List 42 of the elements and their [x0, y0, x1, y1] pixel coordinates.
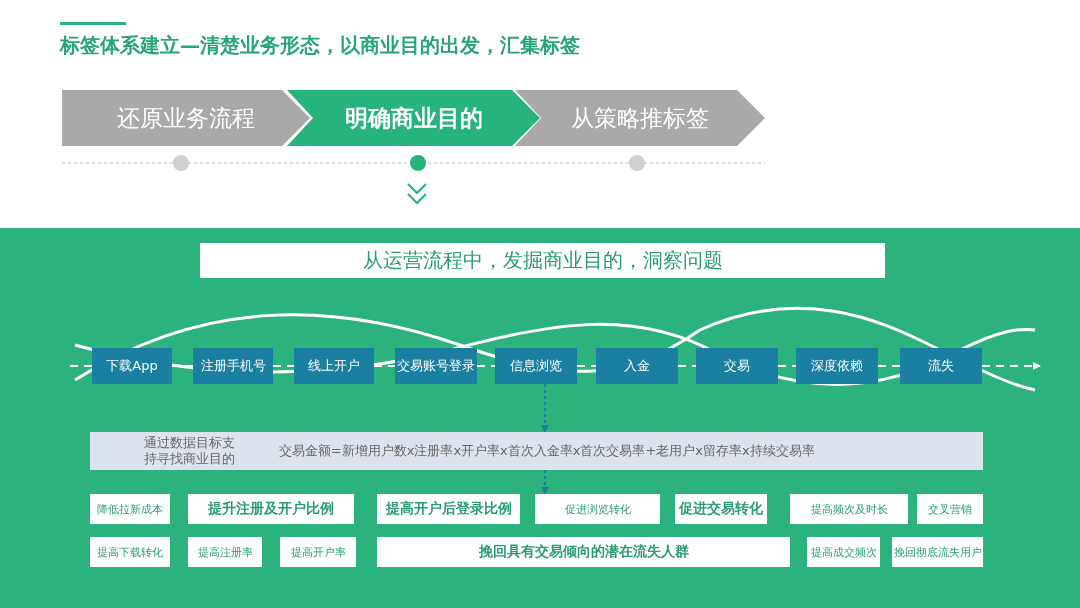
goal-box: 挽回彻底流失用户 — [892, 537, 983, 567]
process-box: 线上开户 — [294, 348, 374, 384]
process-box: 交易账号登录 — [395, 348, 477, 384]
arrow — [541, 383, 549, 433]
formula-text: 交易金额=新增用户数x注册率x开户率x首次入金率x首次交易率+老用户x留存率x持续交易率 — [278, 442, 815, 460]
connector-line — [677, 365, 697, 367]
connector-line — [272, 365, 295, 367]
connector-line — [877, 365, 901, 367]
goal-box: 交叉营销 — [917, 494, 983, 524]
process-box: 深度依赖 — [796, 348, 878, 384]
goal-box: 促进交易转化 — [675, 494, 767, 524]
goal-box: 挽回具有交易倾向的潜在流失人群 — [377, 537, 790, 567]
step-label: 明确商业目的 — [344, 103, 483, 133]
connector-line — [373, 365, 396, 367]
step-label: 从策略推标签 — [571, 103, 709, 133]
note-text: 通过数据目标支持寻找商业目的 — [142, 435, 236, 467]
goal-box: 提高下载转化 — [90, 537, 170, 567]
connector-line — [69, 365, 93, 367]
goal-box: 提高开户率 — [280, 537, 356, 567]
goal-box: 提高注册率 — [188, 537, 262, 567]
goal-box: 提高开户后登录比例 — [377, 494, 520, 524]
formula-box — [90, 432, 983, 470]
process-box: 入金 — [596, 348, 678, 384]
heading-banner: 从运营流程中，发掘商业目的，洞察问题 — [200, 243, 885, 278]
connector-line — [576, 365, 597, 367]
process-box: 流失 — [900, 348, 982, 384]
goal-box: 提高频次及时长 — [790, 494, 908, 524]
connector-line — [476, 365, 496, 367]
process-box: 注册手机号 — [193, 348, 273, 384]
connector-line — [171, 365, 194, 367]
title: 标签体系建立—清楚业务形态，以商业目的出发，汇集标签 — [60, 32, 580, 59]
connector-line — [777, 365, 797, 367]
goal-box: 促进浏览转化 — [535, 494, 660, 524]
arrow — [981, 362, 1041, 370]
process-box: 交易 — [696, 348, 778, 384]
goal-box: 降低拉新成本 — [90, 494, 170, 524]
step-label: 还原业务流程 — [117, 103, 255, 133]
process-box: 信息浏览 — [495, 348, 577, 384]
goal-box: 提升注册及开户比例 — [188, 494, 354, 524]
process-box: 下载App — [92, 348, 172, 384]
arrow — [541, 469, 549, 495]
goal-box: 提高成交频次 — [807, 537, 880, 567]
